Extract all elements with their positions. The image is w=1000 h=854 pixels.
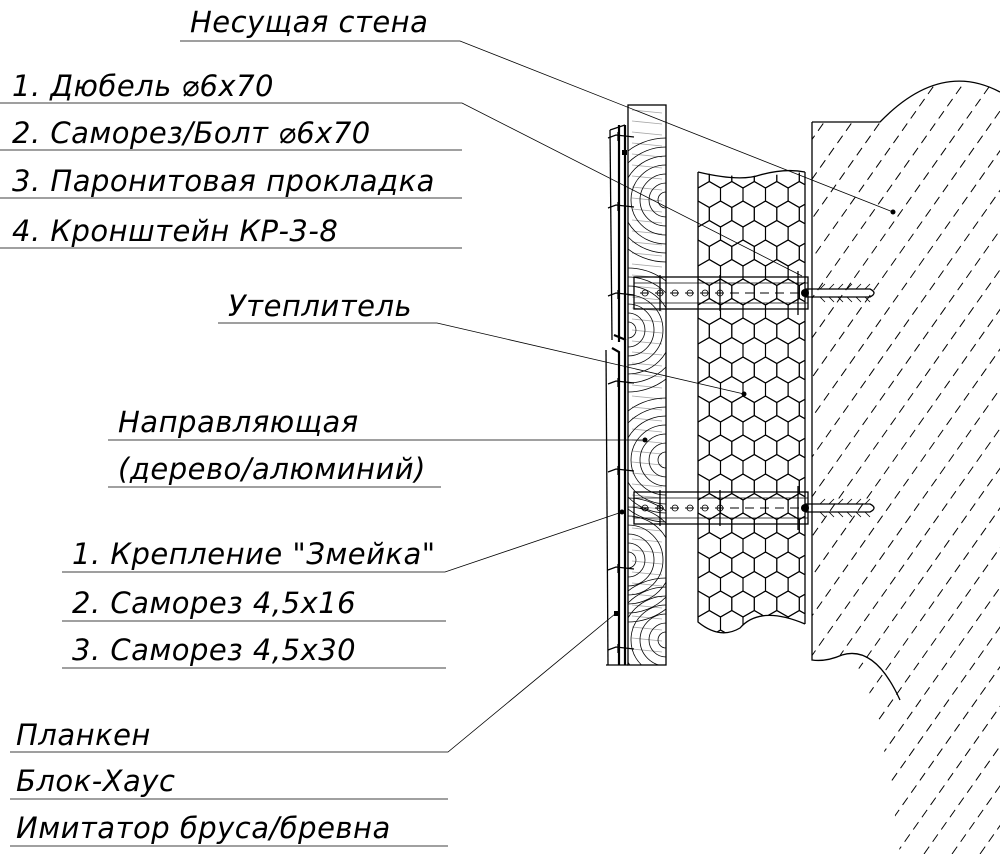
guide-batten (627, 104, 667, 666)
label-snake-mount: 1. Крепление "Змейка" (72, 537, 436, 571)
label-load-bearing-wall: Несущая стена (190, 5, 428, 39)
bracket-top (633, 271, 875, 315)
label-guide-material: (дерево/алюминий) (118, 452, 426, 486)
cladding-boards (605, 124, 635, 666)
label-block-house: Блок-Хаус (16, 764, 175, 798)
bracket-bottom (633, 486, 875, 530)
insulation-layer (697, 169, 806, 634)
leader-lines (0, 40, 896, 847)
label-guide: Направляющая (118, 405, 359, 439)
load-bearing-wall (811, 80, 1000, 854)
label-bracket: 4. Кронштейн КР-3-8 (12, 214, 338, 248)
label-screw-bolt: 2. Саморез/Болт ⌀6х70 (12, 116, 371, 150)
label-screw-16: 2. Саморез 4,5х16 (72, 586, 356, 620)
label-dowel: 1. Дюбель ⌀6х70 (12, 69, 274, 103)
label-insulation: Утеплитель (228, 289, 412, 323)
label-planken: Планкен (16, 718, 151, 752)
label-timber-imitation: Имитатор бруса/бревна (16, 811, 391, 845)
label-paronite-gasket: 3. Паронитовая прокладка (12, 164, 435, 198)
label-screw-30: 3. Саморез 4,5х30 (72, 633, 356, 667)
